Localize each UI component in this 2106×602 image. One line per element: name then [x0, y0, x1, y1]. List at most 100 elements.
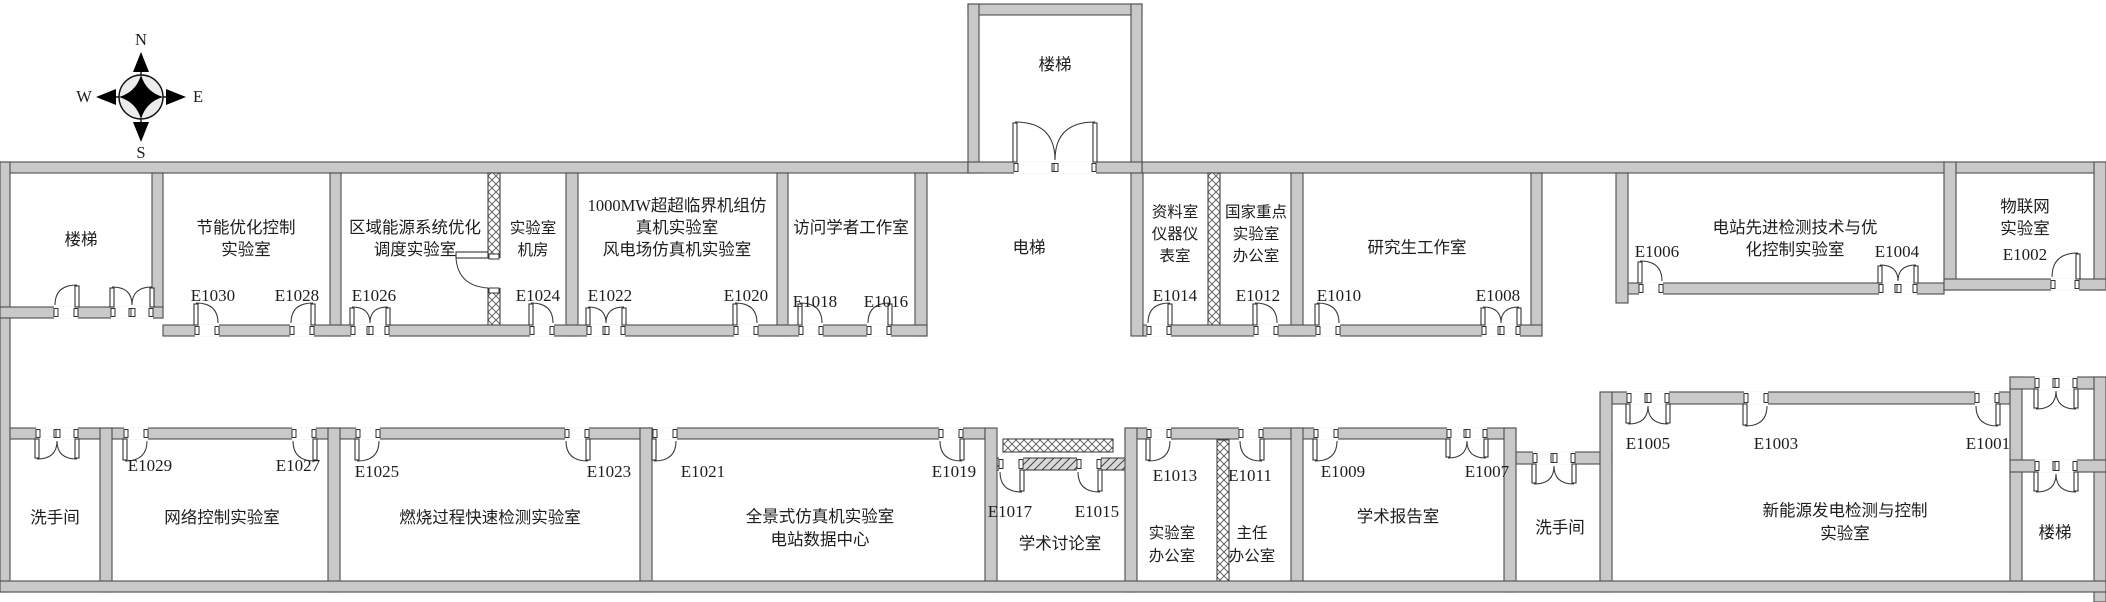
door-part — [1896, 284, 1902, 293]
door-part — [2033, 471, 2039, 492]
door-part — [143, 429, 149, 438]
door-part — [1315, 326, 1321, 335]
door-part — [1515, 326, 1521, 335]
number-e1012: E1012 — [1236, 286, 1280, 305]
door-part — [1553, 451, 1575, 465]
door-part — [354, 438, 360, 461]
door-part — [1252, 303, 1258, 326]
label-fangwen: 访问学者工作室 — [793, 218, 909, 237]
door-part — [528, 303, 534, 326]
number-e1025: E1025 — [355, 462, 399, 481]
label-1000mw-2: 真机实验室 — [636, 218, 719, 237]
number-e1004: E1004 — [1875, 242, 1920, 261]
door-part — [1553, 465, 1575, 485]
label-taolun: 学术讨论室 — [1019, 534, 1102, 553]
door-part — [1994, 393, 2000, 403]
door-part — [355, 429, 361, 438]
door-part — [1147, 427, 1171, 440]
label-guojia-3: 办公室 — [1233, 247, 1280, 265]
label-zhuren-bgs-2: 办公室 — [1229, 547, 1276, 565]
door-part — [311, 429, 317, 438]
number-e1003: E1003 — [1754, 434, 1798, 453]
door-part — [1664, 393, 1670, 403]
door-part — [351, 324, 371, 337]
number-e1011: E1011 — [1228, 466, 1272, 485]
door-part — [549, 326, 555, 335]
label-1000mw-1: 1000MW超超临界机组仿 — [588, 196, 767, 215]
door-part — [1077, 471, 1101, 493]
door-hatch-wall — [455, 251, 501, 294]
compass-label-s: S — [136, 143, 145, 162]
door-part — [309, 326, 315, 335]
door-part — [384, 326, 390, 335]
door-part — [122, 438, 128, 461]
door-part — [938, 429, 944, 438]
compass-arrow-n — [133, 52, 149, 72]
door-part — [1466, 440, 1487, 459]
door-part — [291, 429, 297, 438]
door-part — [356, 427, 380, 440]
number-e1015: E1015 — [1075, 502, 1119, 521]
door-part — [959, 438, 965, 461]
door-part — [1533, 451, 1555, 465]
door-part — [1571, 463, 1577, 484]
door-part — [2051, 278, 2079, 291]
door-part — [734, 324, 758, 337]
door-part — [1465, 429, 1471, 438]
door-part — [1531, 463, 1537, 484]
door-part — [1742, 403, 1748, 426]
door-part — [1091, 163, 1097, 172]
door-part — [2033, 388, 2039, 409]
door-part — [1147, 324, 1171, 337]
label-quanjing-2: 电站数据中心 — [771, 530, 870, 549]
label-ranshao: 燃烧过程快速检测实验室 — [399, 508, 581, 527]
compass-arrow-w — [96, 89, 116, 105]
door-part — [1145, 438, 1151, 461]
door-part — [1913, 265, 1919, 284]
door-part — [1499, 326, 1505, 335]
door-part — [1333, 429, 1339, 438]
door-part — [53, 308, 59, 317]
door-part — [651, 438, 657, 461]
label-quanjing-1: 全景式仿真机实验室 — [746, 507, 895, 526]
door-part — [1482, 429, 1488, 438]
number-e1029: E1029 — [128, 456, 172, 475]
door-part — [56, 440, 78, 460]
door-part — [1254, 324, 1278, 337]
number-e1017: E1017 — [988, 502, 1033, 521]
label-quyu-1: 区域能源系统优化 — [349, 218, 481, 237]
number-e1026: E1026 — [352, 286, 396, 305]
door-part — [214, 326, 220, 335]
door-part — [2050, 280, 2056, 289]
door-part — [73, 308, 79, 317]
door-part — [1239, 440, 1263, 462]
label-wangluo: 网络控制实验室 — [164, 508, 280, 527]
label-jifang-2: 机房 — [517, 241, 548, 259]
door-part — [867, 324, 891, 337]
door-part — [2055, 473, 2077, 493]
door-part — [799, 324, 823, 337]
door-part — [1879, 282, 1899, 295]
door-part — [1167, 303, 1173, 326]
door-part — [290, 302, 314, 324]
door-part — [1625, 403, 1631, 424]
door-part — [130, 308, 136, 317]
door-part — [1147, 440, 1171, 462]
label-restroom-west: 洗手间 — [30, 508, 80, 527]
door-part — [1995, 403, 2001, 426]
room-labels-bottom: 洗手间 网络控制实验室 E1029 E1027 燃烧过程快速检测实验室 E102… — [30, 434, 2071, 565]
number-e1018: E1018 — [793, 292, 837, 311]
door-part — [1878, 284, 1884, 293]
door-part — [110, 308, 116, 317]
door-part — [195, 302, 219, 324]
door-part — [74, 285, 80, 308]
door-part — [1316, 324, 1340, 337]
door-part — [1092, 122, 1098, 163]
number-e1021: E1021 — [681, 462, 725, 481]
door-part — [131, 306, 153, 319]
label-dianzhan-2: 化控制实验室 — [1746, 240, 1845, 259]
door-part — [585, 438, 591, 461]
door-part — [1146, 429, 1152, 438]
door-part — [2035, 473, 2057, 493]
door-part — [998, 459, 1004, 469]
